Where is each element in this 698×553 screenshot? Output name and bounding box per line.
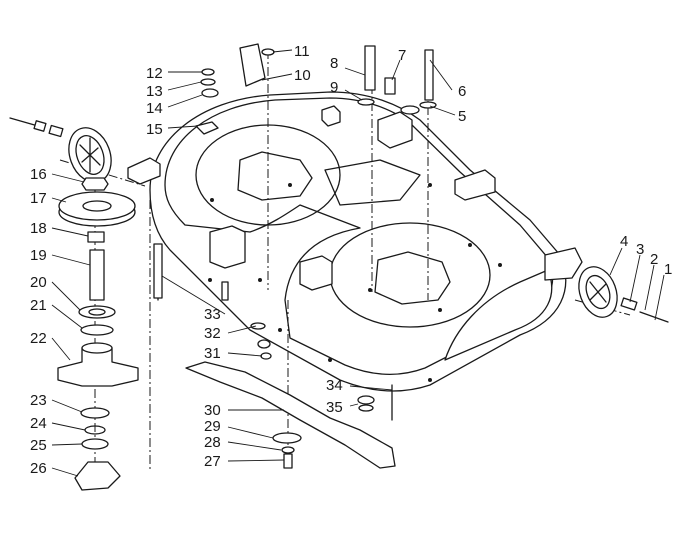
- callout-15: 15: [146, 121, 163, 138]
- callout-25: 25: [30, 437, 47, 454]
- callout-5: 5: [458, 108, 466, 125]
- callout-21: 21: [30, 297, 47, 314]
- leader-lines: [51, 49, 665, 477]
- callout-26: 26: [30, 460, 47, 477]
- callout-9: 9: [330, 79, 338, 96]
- callout-27: 27: [204, 453, 221, 470]
- left-wheel-bracket: [209, 225, 246, 269]
- callout-13: 13: [146, 83, 163, 100]
- callout-28: 28: [204, 434, 221, 451]
- callout-24: 24: [30, 415, 47, 432]
- center-ridge-bracket: [324, 159, 421, 206]
- callout-12: 12: [146, 65, 163, 82]
- rear-left-bracket: [127, 157, 161, 185]
- callout-2: 2: [650, 251, 658, 268]
- right-wheel-assembly: [578, 266, 669, 323]
- callout-23: 23: [30, 392, 47, 409]
- blade-assembly: [153, 243, 396, 469]
- right-rear-bracket: [454, 169, 496, 201]
- callout-20: 20: [30, 274, 47, 291]
- callout-4: 4: [620, 233, 628, 250]
- callout-33: 33: [204, 306, 221, 323]
- callout-31: 31: [204, 345, 221, 362]
- mower-deck: [127, 91, 583, 392]
- callout-14: 14: [146, 100, 163, 117]
- callout-29: 29: [204, 418, 221, 435]
- callout-16: 16: [30, 166, 47, 183]
- callout-30: 30: [204, 402, 221, 419]
- callout-22: 22: [30, 330, 47, 347]
- right-dome-plate: [374, 251, 451, 305]
- callout-10: 10: [294, 67, 311, 84]
- callout-35: 35: [326, 399, 343, 416]
- center-front-bracket: [299, 255, 333, 291]
- callout-labels: 1 2 3 4 5 6 7 8 9 10 11 12 13 14 15 16 1…: [30, 43, 672, 477]
- callout-18: 18: [30, 220, 47, 237]
- right-wheel-bracket: [544, 247, 583, 281]
- deck-front-skirt: [444, 269, 553, 361]
- callout-3: 3: [636, 241, 644, 258]
- mower-blade: [185, 361, 396, 469]
- left-wheel-assembly: [9, 117, 112, 183]
- callout-19: 19: [30, 247, 47, 264]
- callout-34: 34: [326, 377, 343, 394]
- right-posts: [357, 45, 437, 115]
- callout-8: 8: [330, 55, 338, 72]
- left-spindle-stack: [57, 177, 139, 491]
- callout-1: 1: [664, 261, 672, 278]
- deck-holes: [208, 183, 502, 382]
- callout-32: 32: [204, 325, 221, 342]
- callout-6: 6: [458, 83, 466, 100]
- callout-11: 11: [294, 43, 310, 60]
- pivot-bracket: [377, 111, 413, 149]
- callout-7: 7: [398, 47, 406, 64]
- callout-17: 17: [30, 190, 47, 207]
- small-block: [321, 105, 341, 127]
- deck-top-surface: [164, 97, 554, 376]
